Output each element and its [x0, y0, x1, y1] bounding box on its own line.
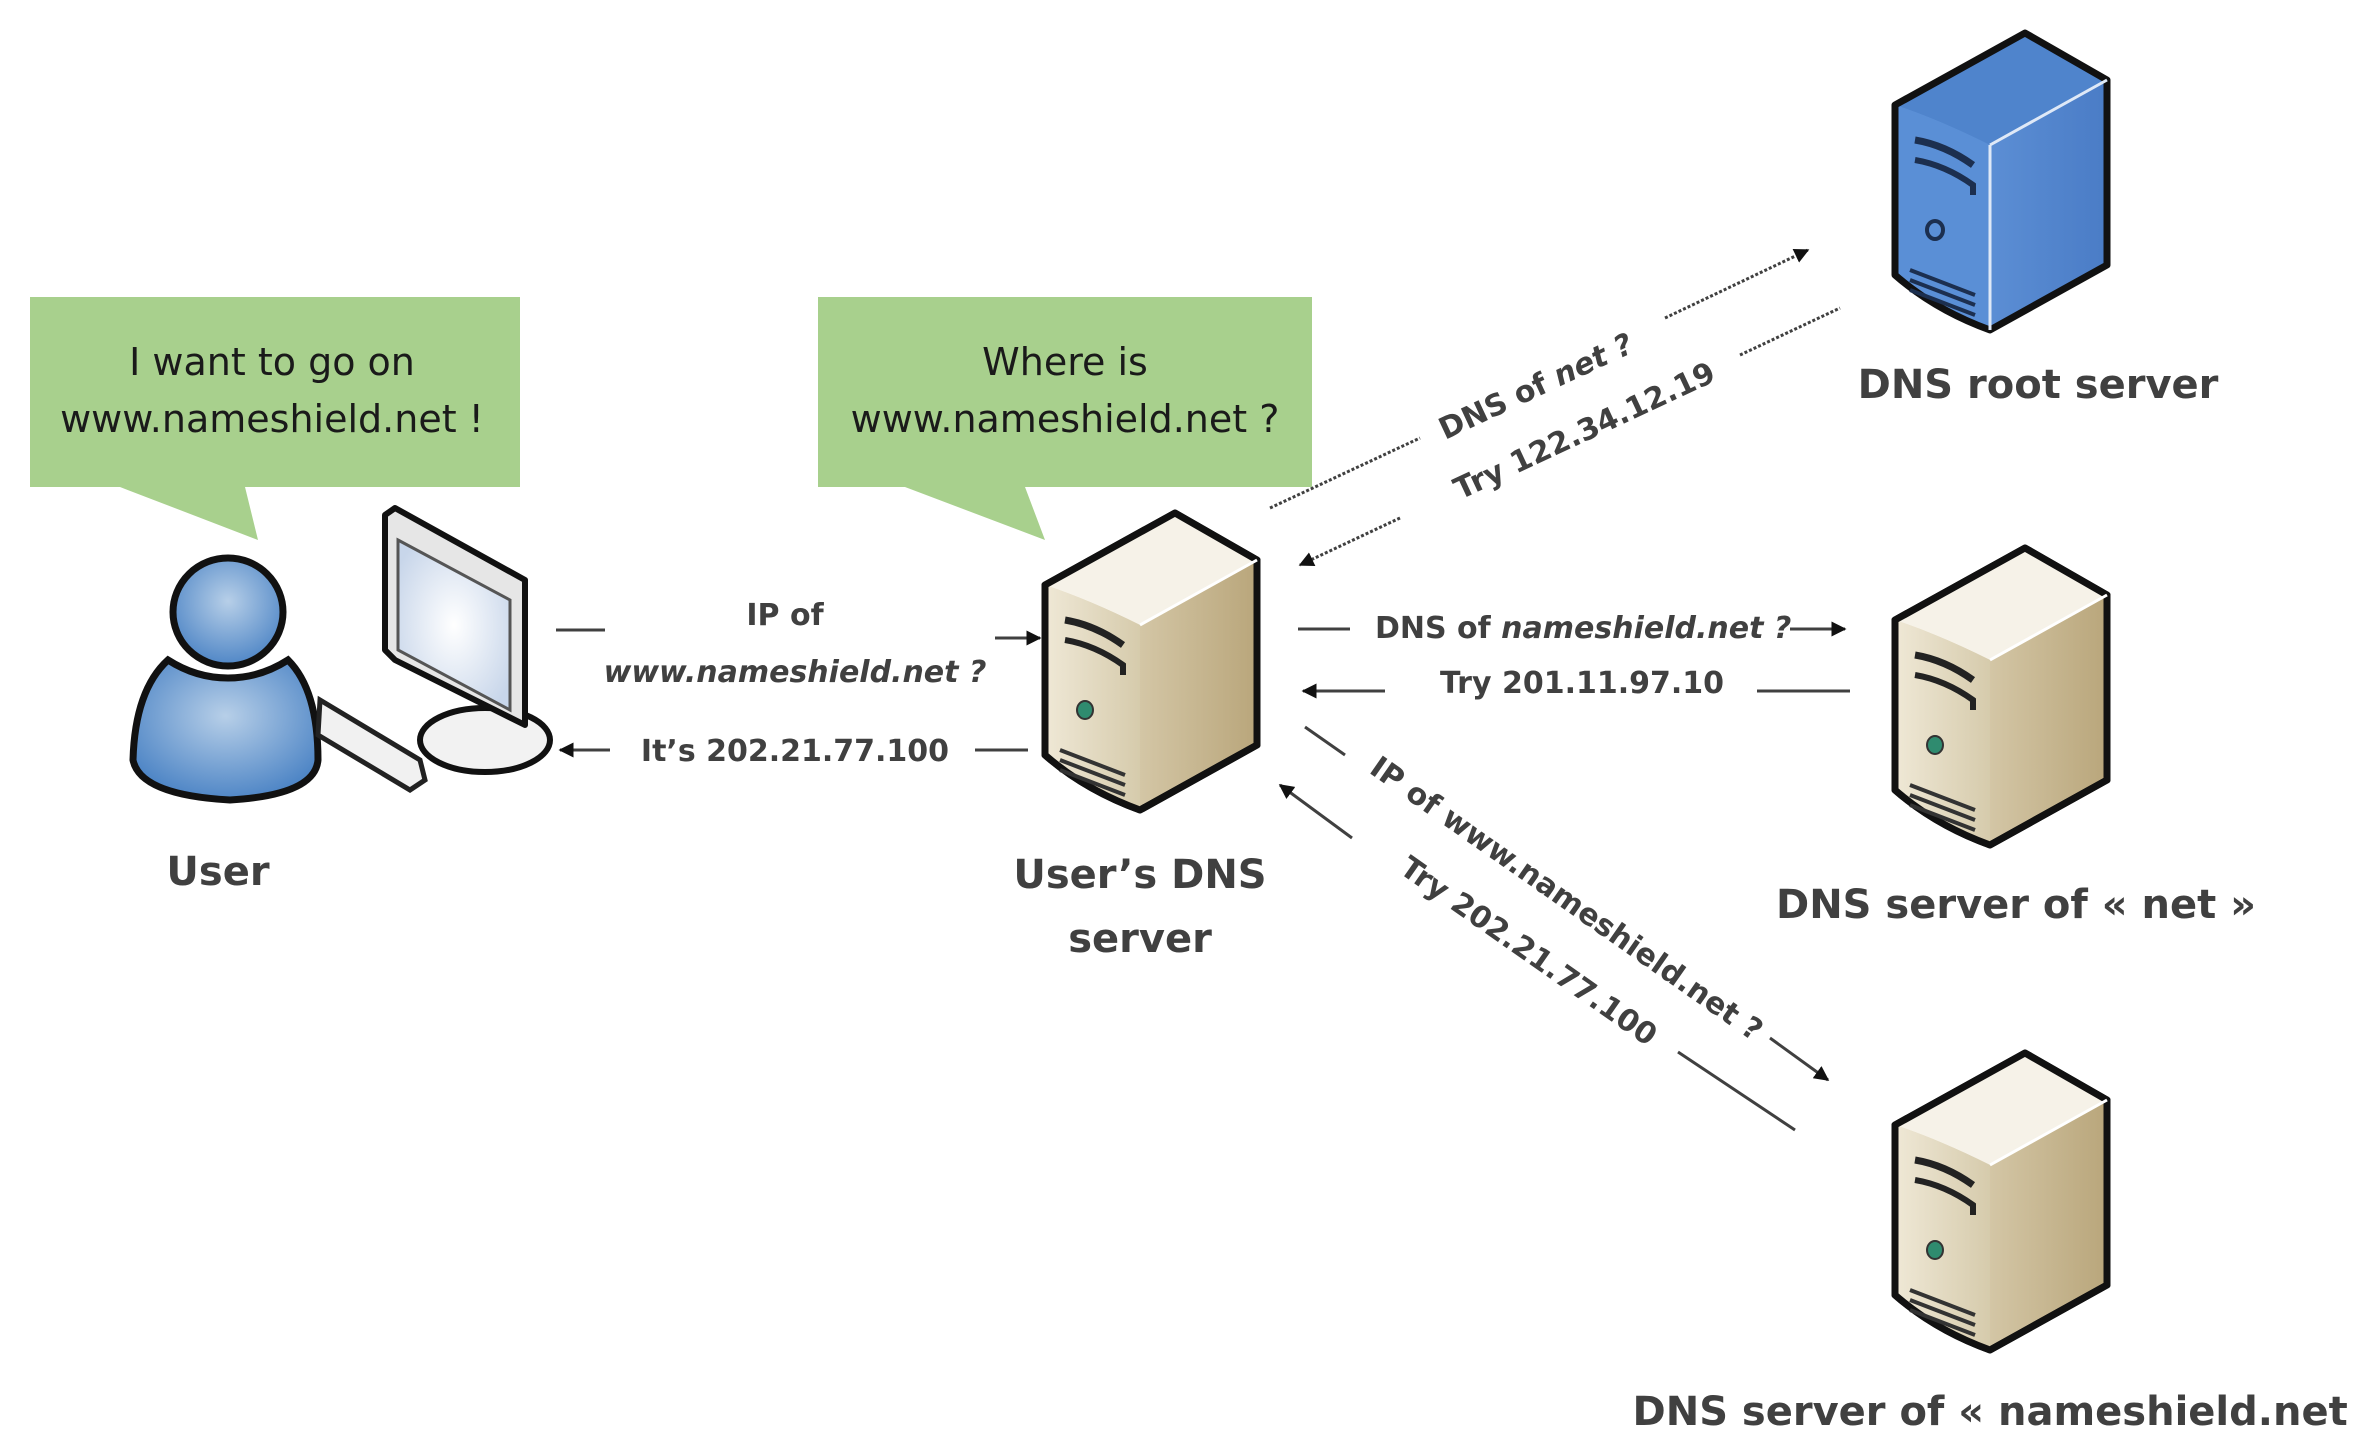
root-server-icon [1895, 33, 2107, 330]
root-reply-arrow [1298, 516, 1401, 567]
user-query-domain: www.nameshield.net ? [604, 655, 987, 690]
dns-speech-bubble: Where is www.nameshield.net ? [818, 297, 1312, 540]
root-query-line [1269, 436, 1421, 510]
user-label: User [166, 849, 269, 895]
dns-bubble-line2: www.nameshield.net ? [851, 397, 1280, 441]
ns-reply-arrow [1278, 783, 1353, 840]
dns-bubble-line1: Where is [982, 340, 1148, 384]
flow-nameshield: IP of www.nameshield.net ? Try 202.21.77… [1278, 725, 1830, 1132]
user-reply-text: It’s 202.21.77.100 [641, 734, 949, 769]
root-query-arrow [1664, 248, 1810, 320]
net-query-text: DNS of nameshield.net ? [1375, 611, 1791, 646]
users-dns-label-line2: server [1068, 916, 1212, 962]
computer-icon [315, 505, 553, 793]
flow-user-dns: IP of www.nameshield.net ? It’s 202.21.7… [556, 598, 1042, 769]
root-server-node: DNS root server [1858, 33, 2219, 408]
user-speech-bubble: I want to go on www.nameshield.net ! [30, 297, 520, 540]
users-dns-label-line1: User’s DNS [1013, 852, 1266, 898]
user-icon [129, 554, 322, 804]
users-dns-server-icon [1045, 513, 1257, 810]
net-server-node: DNS server of « net » [1776, 548, 2256, 928]
net-server-icon [1895, 548, 2107, 845]
nameshield-server-icon [1895, 1053, 2107, 1350]
net-server-label: DNS server of « net » [1776, 882, 2256, 928]
user-bubble-line1: I want to go on [129, 340, 415, 384]
ns-reply-line [1677, 1050, 1796, 1132]
flow-net: DNS of nameshield.net ? Try 201.11.97.10 [1298, 611, 1850, 701]
root-reply-line [1739, 306, 1841, 357]
users-dns-server-node: User’s DNS server [1013, 513, 1267, 962]
user-query-prefix: IP of [746, 598, 824, 633]
ns-query-line [1304, 725, 1346, 757]
net-reply-text: Try 201.11.97.10 [1440, 666, 1724, 701]
nameshield-server-label: DNS server of « nameshield.net » [1633, 1389, 2364, 1435]
ns-query-arrow [1769, 1036, 1830, 1082]
user-bubble-line2: www.nameshield.net ! [60, 397, 484, 441]
nameshield-server-node: DNS server of « nameshield.net » [1633, 1053, 2364, 1435]
user-node: User [129, 505, 553, 895]
flow-root: DNS of net ? Try 122.34.12.19 [1269, 248, 1841, 567]
root-server-label: DNS root server [1858, 362, 2219, 408]
